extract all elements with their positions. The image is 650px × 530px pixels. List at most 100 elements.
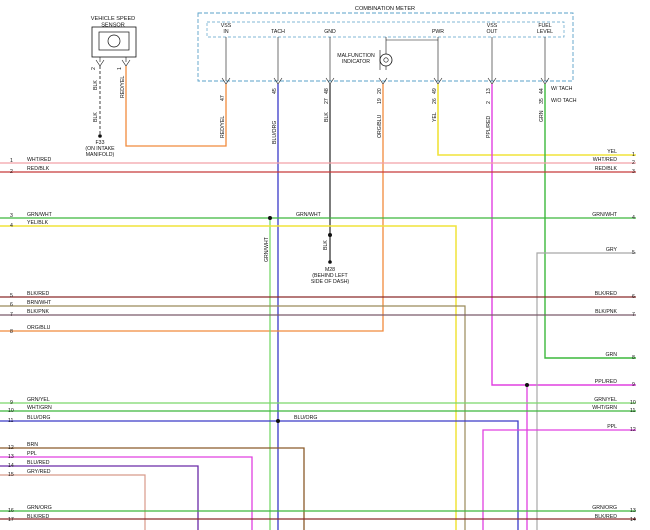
right-row-num: 12 (630, 427, 636, 433)
right-row-num: 9 (632, 382, 635, 388)
wire-row-gry-red (0, 474, 146, 530)
left-row-num: 3 (10, 213, 13, 219)
right-row-label: PPL/RED (595, 379, 617, 385)
left-row-num: 13 (8, 454, 14, 460)
left-row-num: 1 (10, 158, 13, 164)
right-row-num: 7 (632, 312, 635, 318)
left-row-num: 15 (8, 472, 14, 478)
right-row-label: BLK/PNK (595, 309, 617, 315)
right-row-label: GRN/ORG (592, 505, 617, 511)
right-row-label: BLK/RED (595, 514, 617, 520)
right-row-num: 5 (632, 250, 635, 256)
wire-vss-out (491, 84, 636, 386)
left-row-label: WHT/GRN (27, 405, 52, 411)
tach-note-without: W/O TACH (551, 98, 577, 104)
left-row-num: 4 (10, 223, 13, 229)
right-row-num: 6 (632, 294, 635, 300)
meter-wire-color: BLU/ORG (272, 121, 278, 144)
left-row-label: BLK/PNK (27, 309, 49, 315)
left-row-label: YEL/BLK (27, 220, 49, 226)
wires (0, 66, 636, 530)
splice-grn-wht (268, 216, 272, 220)
meter-wire-pin-alt: 2 (486, 101, 492, 104)
right-row-label: BLK/RED (595, 291, 617, 297)
trunk-grn-wht-mid-label: GRN/WHT (296, 212, 322, 218)
wire-row-4 (0, 225, 457, 530)
wire-row-12 (482, 429, 636, 530)
right-row-num: 3 (632, 169, 635, 175)
meter-wire-pin: 48 (324, 88, 330, 94)
sensor-pin-1: 1 (117, 67, 123, 70)
malfunction-indicator-lamp-icon (379, 53, 393, 67)
splice-ppl-red (525, 383, 529, 387)
meter-wire-pin: 49 (432, 88, 438, 94)
left-row-num: 6 (10, 302, 13, 308)
left-row-num: 7 (10, 312, 13, 318)
left-row-labels: 1 WHT/RED 2 RED/BLK 3 GRN/WHT 4 YEL/BLK … (8, 157, 53, 523)
meter-wire-color: RED/YEL (220, 116, 226, 138)
left-row-label: BLK/RED (27, 291, 49, 297)
meter-wire-color: GRN (539, 110, 545, 122)
sensor-wire-red-yel: RED/YEL (120, 76, 126, 98)
left-row-label: RED/BLK (27, 166, 50, 172)
right-row-label: RED/BLK (595, 166, 618, 172)
left-row-label: BRN/WHT (27, 300, 52, 306)
right-row-num: 11 (630, 408, 635, 414)
right-row-label: WHT/GRN (592, 405, 617, 411)
sensor-wire-blk: BLK (93, 80, 99, 90)
left-row-label: GRN/YEL (27, 397, 50, 403)
left-row-num: 9 (10, 400, 13, 406)
tach-note-with: W/ TACH (551, 86, 573, 92)
right-row-num: 1 (632, 152, 635, 158)
wire-row-blu-red (0, 465, 199, 530)
wire-vss-in (125, 66, 227, 147)
right-row-num: 4 (632, 215, 635, 221)
wire-row-ppl (0, 456, 253, 530)
right-row-num: 13 (630, 508, 636, 514)
meter-wire-pin-alt: 35 (539, 98, 545, 104)
m28-wire-label: BLK (323, 240, 329, 250)
left-row-num: 8 (10, 329, 13, 335)
trunk-blu-org-label: BLU/ORG (294, 415, 317, 421)
meter-pin-gnd: GND (324, 29, 336, 35)
left-row-num: 5 (10, 293, 13, 299)
right-row-num: 14 (630, 517, 636, 523)
left-row-num: 17 (8, 517, 14, 523)
meter-wire-pin: 45 (272, 88, 278, 94)
right-row-label: PPL (607, 424, 617, 430)
meter-wire-color: BLK (324, 112, 330, 122)
right-row-num: 8 (632, 355, 635, 361)
f33-wire-label: BLK (93, 112, 99, 122)
right-row-num: 10 (630, 400, 636, 406)
meter-wire-pin: 13 (486, 88, 492, 94)
meter-pin-tach: TACH (271, 29, 285, 35)
left-row-label: GRY/RED (27, 469, 51, 475)
left-row-label: BLU/ORG (27, 415, 50, 421)
left-row-num: 14 (8, 463, 14, 469)
meter-wire-pin-alt: 26 (432, 98, 438, 104)
splice-blu-org (276, 419, 280, 423)
sensor-gear-icon (107, 34, 121, 48)
meter-wire-color: PPL/RED (486, 116, 492, 138)
left-row-label: GRN/WHT (27, 212, 53, 218)
lamp-filament-icon (383, 57, 389, 63)
left-row-num: 10 (8, 408, 14, 414)
left-row-label: PPL (27, 451, 37, 457)
right-row-label: GRY (606, 247, 618, 253)
left-row-label: GRN/ORG (27, 505, 52, 511)
left-row-num: 16 (8, 508, 14, 514)
left-row-label: BLU/RED (27, 460, 50, 466)
right-row-label: GRN/WHT (592, 212, 618, 218)
right-row-label: WHT/RED (593, 157, 617, 163)
right-row-label: GRN/YEL (594, 397, 617, 403)
meter-wire-pin: 20 (377, 88, 383, 94)
left-row-label: WHT/RED (27, 157, 51, 163)
